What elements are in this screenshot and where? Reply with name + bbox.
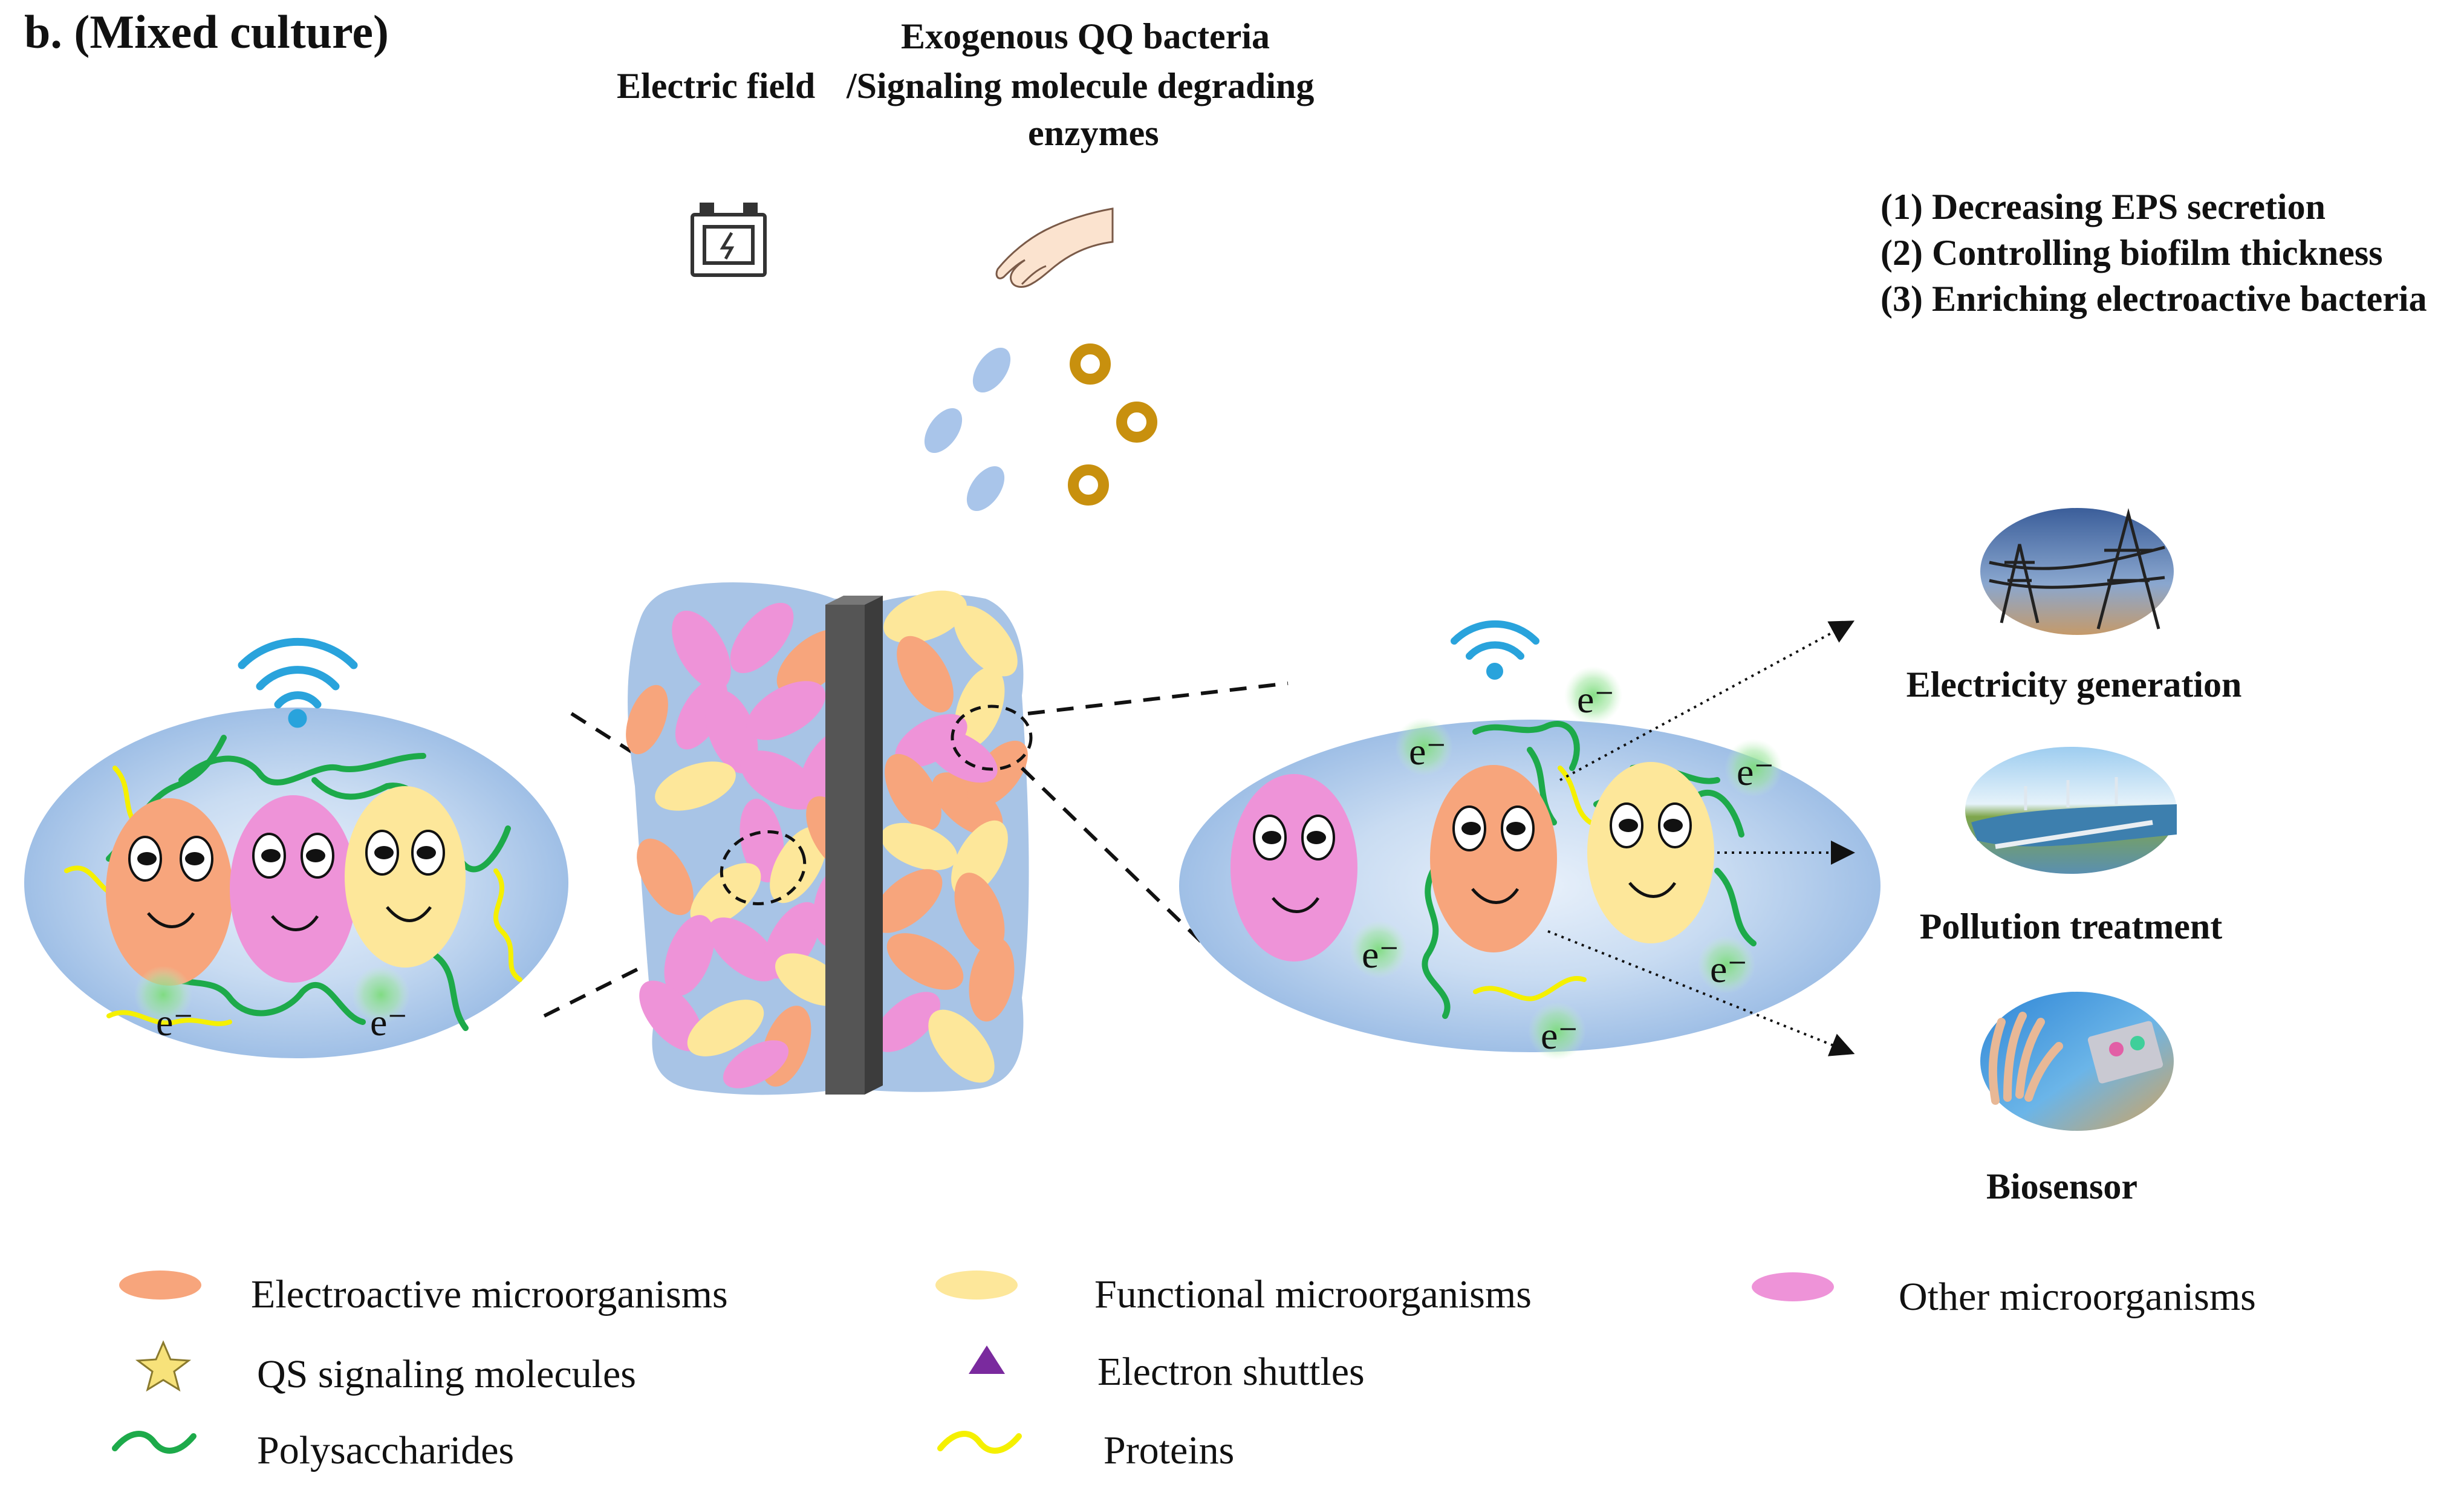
qq-header-line2: /Signaling molecule degrading (847, 66, 1315, 106)
battery-icon (691, 203, 767, 277)
electron-label: e⁻ (1710, 948, 1747, 991)
electrode-plate (825, 605, 865, 1095)
qq-bacteria-rings (1068, 343, 1157, 506)
legend-electroactive-label: Electroactive microorganisms (251, 1272, 728, 1316)
figure-title: b. (Mixed culture) (24, 5, 389, 58)
legend-proteins-label: Proteins (1104, 1428, 1235, 1472)
outcome-pollution-label: Pollution treatment (1919, 906, 2223, 946)
goal-2: (2) Controlling biofilm thickness (1881, 233, 2383, 273)
legend-electroactive-swatch (119, 1271, 201, 1300)
biosensor-photo (1980, 992, 2174, 1131)
water-treatment-photo (1965, 747, 2177, 874)
left-biofilm-bubble: e⁻ e⁻ (24, 637, 568, 1058)
qq-header-line3: enzymes (1028, 113, 1159, 153)
electron-label: e⁻ (1409, 730, 1446, 773)
qq-header-line1: Exogenous QQ bacteria (901, 16, 1270, 56)
enzyme-particles (924, 347, 1011, 512)
electric-field-label: Electric field (617, 66, 816, 106)
legend-polysaccharides-label: Polysaccharides (257, 1428, 515, 1472)
goal-3: (3) Enriching electroactive bacteria (1881, 279, 2427, 319)
legend-other-swatch (1752, 1272, 1834, 1301)
legend-shuttle-triangle-icon (969, 1345, 1005, 1374)
electrode-biofilm (626, 582, 1033, 1095)
other-cell (230, 795, 357, 983)
functional-cell (345, 786, 466, 968)
wifi-signal-icon (238, 637, 358, 728)
wifi-signal-icon (1451, 620, 1539, 680)
electron-label: e⁻ (1577, 678, 1614, 721)
legend-functional-label: Functional microorganisms (1094, 1272, 1532, 1316)
electroactive-cell (106, 798, 233, 986)
qq-ring (1116, 402, 1157, 443)
electron-label: e⁻ (1362, 933, 1399, 976)
electron-label: e⁻ (370, 1001, 408, 1044)
legend-polysaccharide-line (112, 1431, 197, 1454)
legend-qs-label: QS signaling molecules (257, 1352, 636, 1396)
enzyme-particle (924, 408, 963, 454)
electron-label: e⁻ (1737, 750, 1774, 793)
legend-markers (112, 1271, 1834, 1454)
electron-glow (1350, 666, 1783, 1060)
outcome-arrows (1547, 620, 1855, 1056)
outcome-electricity-label: Electricity generation (1906, 665, 2242, 704)
legend-shuttles-label: Electron shuttles (1097, 1350, 1365, 1394)
legend-qs-star-icon (135, 1340, 192, 1392)
enzyme-particle (972, 347, 1011, 393)
legend-functional-swatch (935, 1271, 1018, 1300)
electron-label: e⁻ (156, 1001, 193, 1044)
electron-glow (134, 966, 410, 1024)
qq-ring (1070, 343, 1111, 385)
functional-cell (1587, 762, 1714, 943)
outcome-biosensor-label: Biosensor (1986, 1166, 2138, 1206)
goal-1: (1) Decreasing EPS secretion (1881, 187, 2326, 227)
right-biofilm-bubble: e⁻ e⁻ e⁻ e⁻ e⁻ e⁻ (1179, 620, 1881, 1060)
enzyme-particle (966, 466, 1005, 512)
electricity-photo (1980, 508, 2174, 635)
qq-ring (1068, 464, 1109, 506)
other-cell (1230, 774, 1357, 962)
legend-other-label: Other microorganisms (1899, 1275, 2256, 1319)
hand-icon (995, 207, 1114, 288)
legend-protein-line (937, 1431, 1022, 1454)
electroactive-cell (1430, 765, 1557, 952)
zoom-lines-right (1020, 682, 1289, 957)
electron-label: e⁻ (1541, 1014, 1578, 1057)
